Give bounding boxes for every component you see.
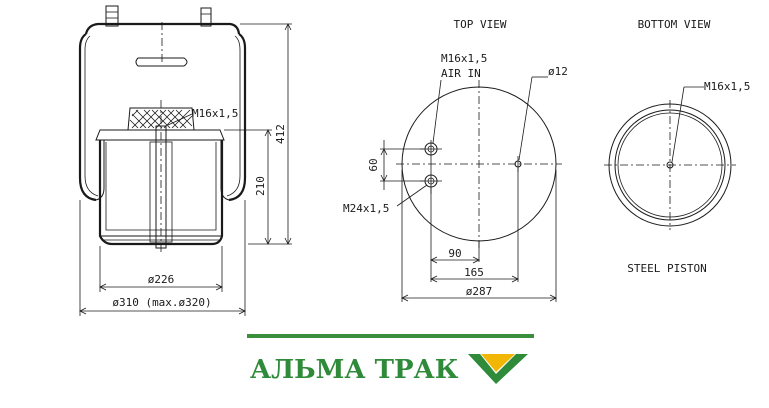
top-view: TOP VIEW M16x1,5 AIR IN ø12 M24x1,5 60 [343,18,568,302]
bellow-left [78,33,97,202]
top-plate [84,22,241,35]
dist-165-label: 165 [464,266,484,279]
piston-body [98,140,224,246]
bottom-view: BOTTOM VIEW M16x1,5 STEEL PISTON [604,18,750,275]
logo-bar [247,334,534,338]
stud-thread-label: M24x1,5 [343,202,389,215]
steel-piston-label: STEEL PISTON [627,262,706,275]
air-thread-label: M16x1,5 [441,52,487,65]
bottom-thread-hole [666,161,674,169]
top-stud-right [200,7,212,27]
height-piston-label: 210 [254,176,267,196]
spacing-label: 60 [367,158,380,171]
dia-piston-label: ø226 [148,273,175,286]
piston-top [95,129,225,141]
bottom-thread-label: M16x1,5 [704,80,750,93]
dia-bellow-label: ø310 (max.ø320) [112,296,211,309]
logo-check-mark [468,354,528,384]
piston-bumper [127,107,195,131]
bottom-view-title: BOTTOM VIEW [638,18,711,31]
brand-logo: АЛЬМА ТРАК [247,334,534,385]
dia-plate-label: ø287 [466,285,493,298]
thread-top-label: M16x1,5 [192,107,238,120]
height-total-label: 412 [274,124,287,144]
hole-dia-label: ø12 [548,65,568,78]
top-slot [135,57,188,67]
air-in-label: AIR IN [441,67,481,80]
bellow-right [228,33,247,202]
dist-90-label: 90 [448,247,461,260]
side-view: M16x1,5 412 210 ø226 ø310 (max.ø320) [78,5,292,316]
logo-text: АЛЬМА ТРАК [250,355,459,385]
top-view-title: TOP VIEW [454,18,507,31]
top-stud-left [105,5,119,27]
